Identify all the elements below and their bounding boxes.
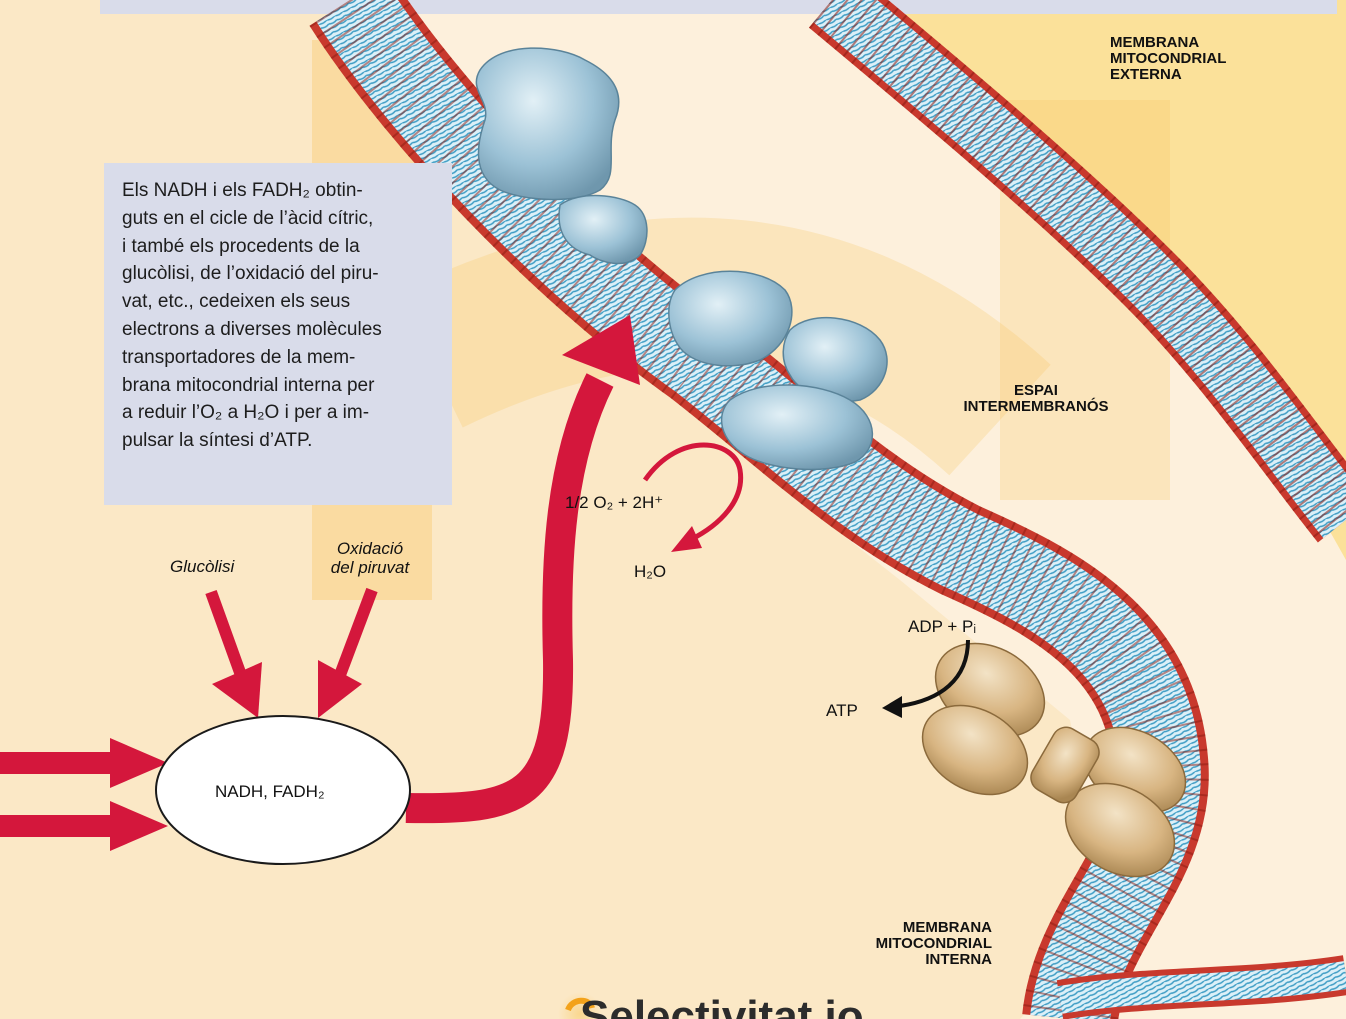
top-banner — [100, 0, 1337, 14]
caption-line: a reduir l’O₂ a H₂O i per a im- — [122, 399, 438, 427]
nadh-fadh2-label: NADH, FADH₂ — [215, 782, 325, 801]
caption-panel: Els NADH i els FADH₂ obtin- guts en el c… — [104, 163, 452, 505]
caption-line: pulsar la síntesi d’ATP. — [122, 427, 438, 455]
caption-line: Els NADH i els FADH₂ obtin- — [122, 177, 438, 205]
source-arrows — [211, 590, 372, 718]
atp-label: ATP — [826, 701, 858, 720]
caption-line: guts en el cicle de l’àcid cítric, — [122, 205, 438, 233]
watermark-text: Selectivitat.io — [580, 992, 864, 1019]
caption-line: glucòlisi, de l’oxidació del piru- — [122, 260, 438, 288]
outer-membrane-label: MEMBRANA MITOCONDRIAL EXTERNA — [1110, 35, 1226, 83]
caption-line: electrons a diverses molècules — [122, 316, 438, 344]
glycolysis-label: Glucòlisi — [170, 557, 234, 576]
intermembrane-space-label: ESPAI INTERMEMBRANÓS — [932, 383, 1140, 415]
caption-line: vat, etc., cedeixen els seus — [122, 288, 438, 316]
caption-text: Els NADH i els FADH₂ obtin- guts en el c… — [122, 177, 438, 455]
caption-line: i també els procedents de la — [122, 233, 438, 261]
water-label: H₂O — [634, 562, 666, 581]
caption-line: transportadores de la mem- — [122, 344, 438, 372]
input-arrows — [0, 738, 168, 851]
pyruvate-oxidation-label: Oxidació del piruvat — [315, 539, 425, 577]
oxygen-reaction-label: 1/2 O₂ + 2H⁺ — [565, 493, 663, 512]
adp-pi-label: ADP + Pᵢ — [908, 617, 976, 636]
caption-line: brana mitocondrial interna per — [122, 372, 438, 400]
inner-membrane-label: MEMBRANA MITOCONDRIAL INTERNA — [820, 920, 992, 968]
